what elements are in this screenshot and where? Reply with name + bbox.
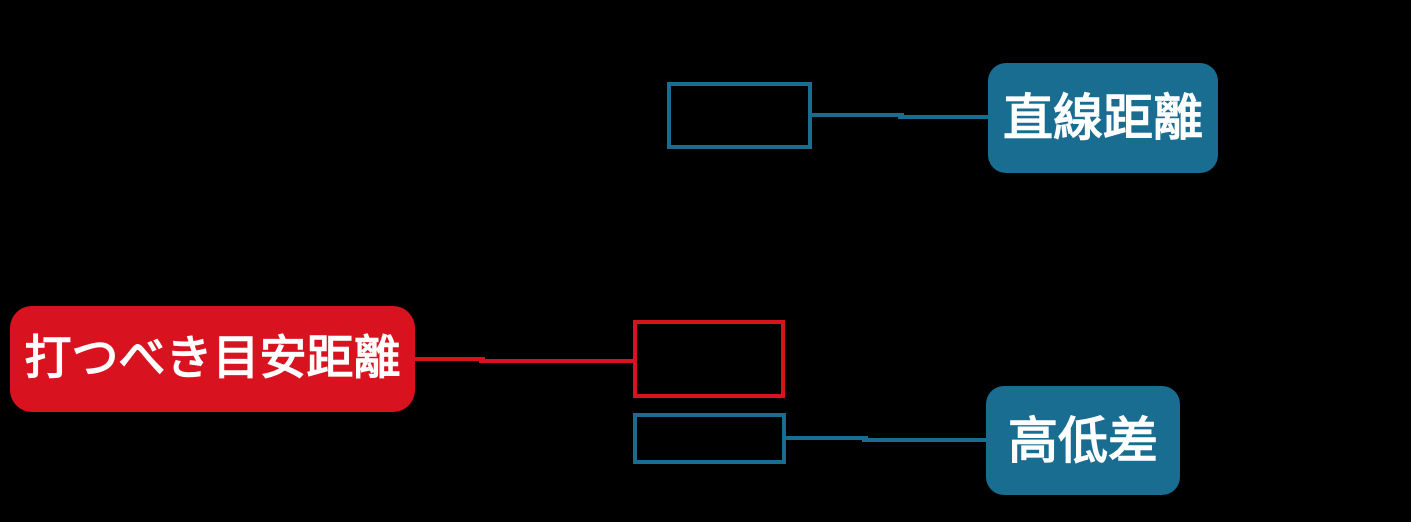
connector-straight-distance-segment-right [898,115,990,119]
connector-target-distance-segment-right [479,359,635,363]
elevation-difference-value-box [633,413,786,464]
elevation-difference-label: 高低差 [986,386,1180,495]
connector-elevation-segment-right [862,438,988,442]
connector-straight-distance-segment-left [812,113,904,117]
target-distance-value-box [633,320,785,398]
elevation-difference-label-text: 高低差 [1008,412,1158,469]
straight-distance-label-text: 直線距離 [1003,90,1203,146]
target-distance-label: 打つべき目安距離 [10,306,415,412]
straight-distance-value-box [667,82,812,149]
connector-elevation-segment-left [784,436,868,440]
straight-distance-label: 直線距離 [988,63,1218,173]
connector-target-distance-segment-left [413,357,485,361]
target-distance-label-text: 打つべき目安距離 [24,332,401,385]
